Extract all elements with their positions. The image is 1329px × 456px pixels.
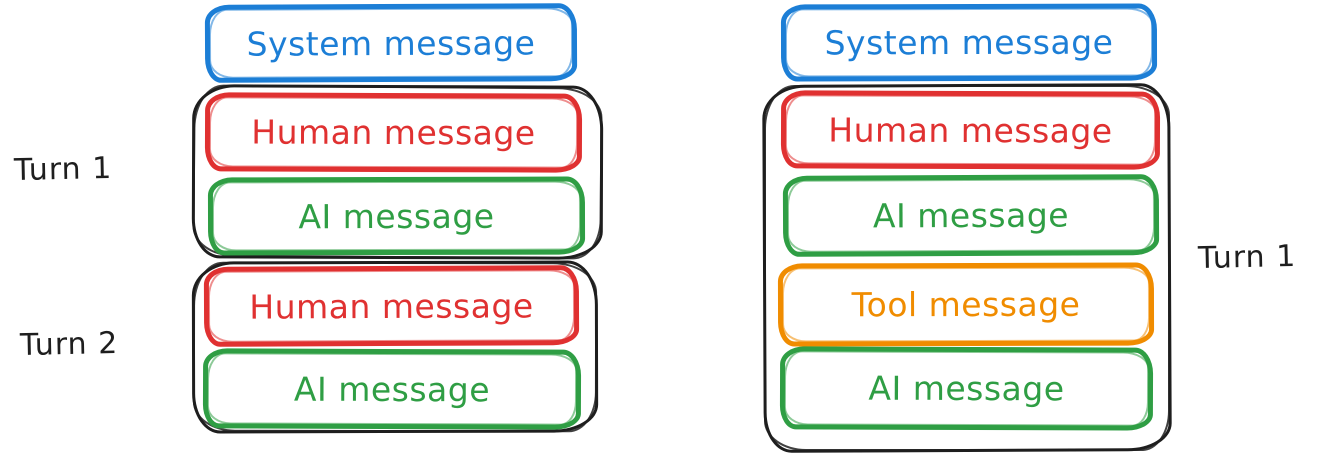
message-box-ai: AI message [782,174,1160,257]
message-box-ai: AI message [202,348,582,430]
message-label: Human message [828,110,1113,150]
message-label: AI message [868,368,1065,409]
message-label: System message [824,22,1114,63]
message-label: AI message [298,196,495,236]
turn-label-left-1: Turn 1 [13,150,113,189]
turn-label-right-1: Turn 1 [1197,238,1297,277]
message-box-ai: AI message [207,176,586,256]
message-label: Tool message [851,284,1081,325]
message-box-ai: AI message [779,346,1154,431]
message-box-tool: Tool message [777,262,1155,347]
message-box-human: Human message [203,265,580,347]
message-box-system: System message [204,3,578,83]
message-label: AI message [872,195,1070,236]
message-label: AI message [293,369,491,409]
message-label: Human message [251,112,536,153]
message-box-human: Human message [204,92,583,173]
message-box-system: System message [780,3,1158,82]
message-box-human: Human message [780,90,1161,170]
message-label: System message [246,22,536,64]
message-label: Human message [249,285,534,327]
turn-label-left-2: Turn 2 [19,325,119,364]
